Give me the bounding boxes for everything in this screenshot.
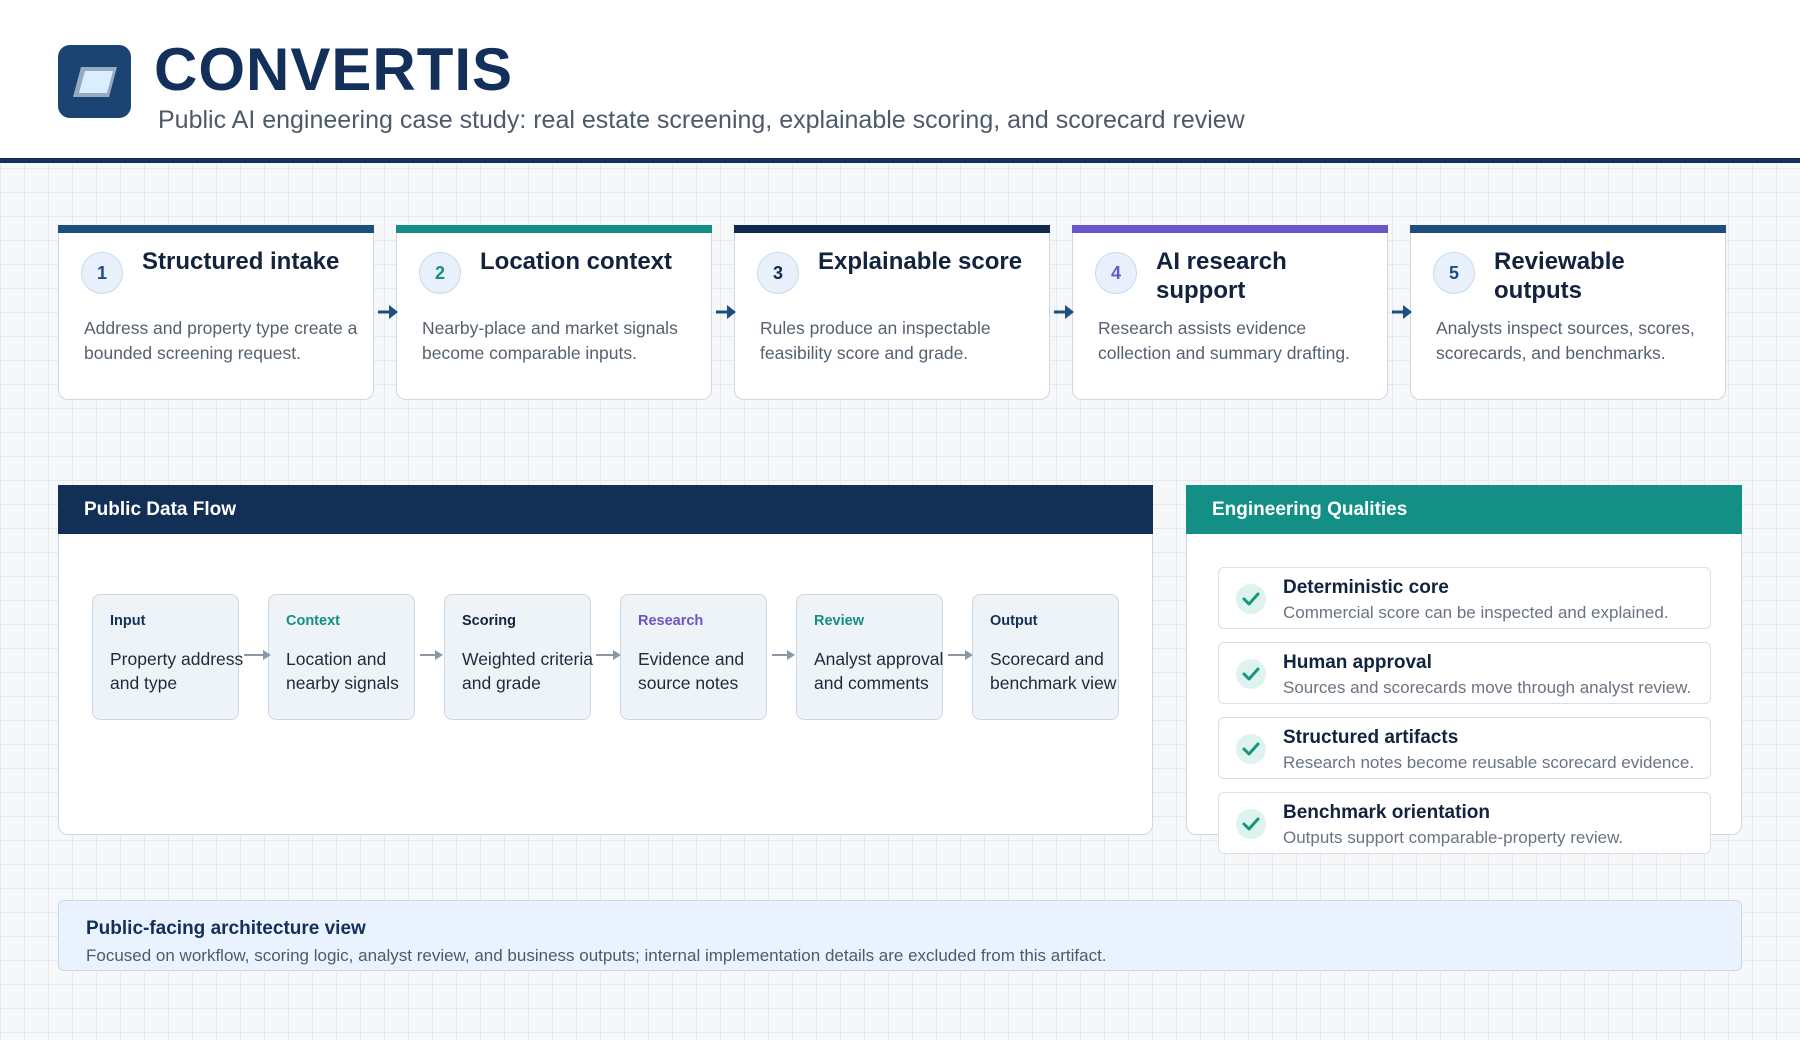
data-flow-header: Public Data Flow xyxy=(58,485,1153,534)
step-title: Location context xyxy=(480,248,673,275)
step-description: Address and property type create a bound… xyxy=(84,318,358,363)
flow-node-tag: Review xyxy=(814,613,864,629)
step-accent-bar xyxy=(396,225,712,233)
data-flow-panel: Public Data Flow xyxy=(58,485,1153,835)
quality-title: Benchmark orientation xyxy=(1283,802,1490,823)
quality-description: Sources and scorecards move through anal… xyxy=(1283,678,1692,697)
architecture-note: Public-facing architecture view Focused … xyxy=(58,900,1742,971)
flow-arrow-icon xyxy=(596,650,621,660)
arrow-right-icon xyxy=(378,305,398,319)
step-description: Analysts inspect sources, scores, scorec… xyxy=(1436,318,1695,363)
step-number: 5 xyxy=(1433,252,1475,294)
arrow-right-icon xyxy=(716,305,736,319)
quality-title: Human approval xyxy=(1283,652,1432,673)
quality-title: Deterministic core xyxy=(1283,577,1449,598)
step-number: 3 xyxy=(757,252,799,294)
step-card-score: 3 Explainable score Rules produce an ins… xyxy=(734,225,1050,400)
flow-arrow-icon xyxy=(948,650,973,660)
step-title: AI research support xyxy=(1156,248,1287,304)
app-subtitle: Public AI engineering case study: real e… xyxy=(158,106,1245,134)
step-accent-bar xyxy=(58,225,374,233)
flow-node-tag: Input xyxy=(110,613,146,629)
step-card-intake: 1 Structured intake Address and property… xyxy=(58,225,374,400)
step-accent-bar xyxy=(1072,225,1388,233)
check-icon xyxy=(1236,809,1266,839)
step-card-research: 4 AI research support Research assists e… xyxy=(1072,225,1388,400)
engineering-qualities-header: Engineering Qualities xyxy=(1186,485,1742,534)
arrow-right-icon xyxy=(1392,305,1412,319)
step-number: 2 xyxy=(419,252,461,294)
header: CONVERTIS Public AI engineering case stu… xyxy=(0,0,1800,163)
flow-node-tag: Scoring xyxy=(462,613,516,629)
step-card-outputs: 5 Reviewable outputs Analysts inspect so… xyxy=(1410,225,1726,400)
flow-arrow-icon xyxy=(772,650,795,660)
step-number: 1 xyxy=(81,252,123,294)
quality-description: Research notes become reusable scorecard… xyxy=(1283,753,1695,772)
step-description: Research assists evidence collection and… xyxy=(1098,318,1350,363)
quality-item: Human approval Sources and scorecards mo… xyxy=(1218,642,1711,704)
app-title: CONVERTIS xyxy=(154,36,514,103)
step-description: Rules produce an inspectable feasibility… xyxy=(760,318,991,363)
check-icon xyxy=(1236,734,1266,764)
step-accent-bar xyxy=(734,225,1050,233)
quality-description: Outputs support comparable-property revi… xyxy=(1283,828,1624,847)
step-title: Reviewable outputs xyxy=(1494,248,1625,304)
step-number: 4 xyxy=(1095,252,1137,294)
flow-arrow-icon xyxy=(420,650,443,660)
quality-description: Commercial score can be inspected and ex… xyxy=(1283,603,1669,622)
flow-node-tag: Research xyxy=(638,613,704,629)
quality-item: Structured artifacts Research notes beco… xyxy=(1218,717,1711,779)
architecture-note-text: Focused on workflow, scoring logic, anal… xyxy=(86,946,1107,965)
architecture-note-title: Public-facing architecture view xyxy=(86,918,366,939)
flow-node-tag: Context xyxy=(286,613,340,629)
arrow-right-icon xyxy=(1054,305,1074,319)
quality-item: Benchmark orientation Outputs support co… xyxy=(1218,792,1711,854)
check-icon xyxy=(1236,584,1266,614)
step-description: Nearby-place and market signals become c… xyxy=(422,318,678,363)
step-card-location: 2 Location context Nearby-place and mark… xyxy=(396,225,712,400)
flow-arrow-icon xyxy=(244,650,271,660)
step-accent-bar xyxy=(1410,225,1726,233)
check-icon xyxy=(1236,659,1266,689)
step-title: Explainable score xyxy=(818,248,1023,275)
quality-item: Deterministic core Commercial score can … xyxy=(1218,567,1711,629)
quality-title: Structured artifacts xyxy=(1283,727,1459,748)
logo-icon xyxy=(58,45,131,118)
step-title: Structured intake xyxy=(142,248,340,275)
flow-node-tag: Output xyxy=(990,613,1038,629)
